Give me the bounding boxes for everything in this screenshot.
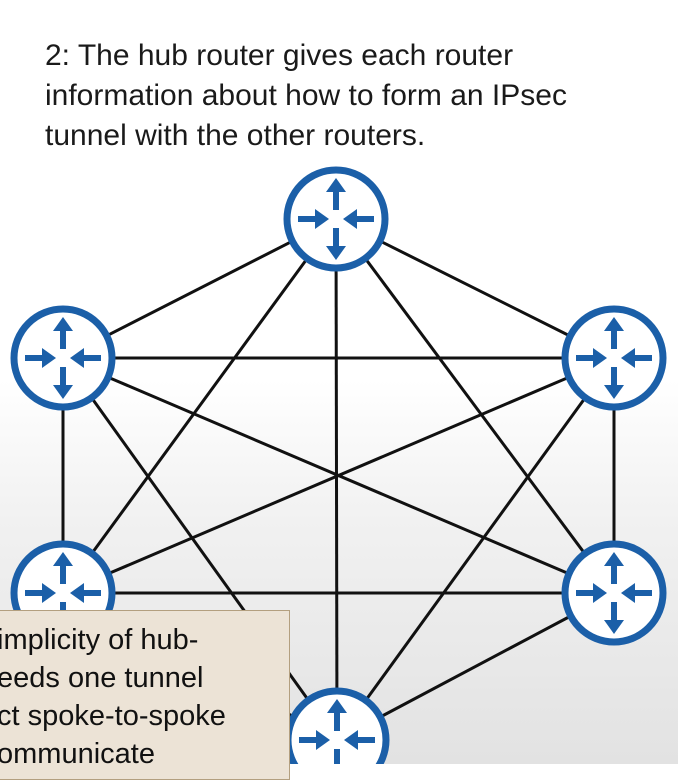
router-icon — [288, 691, 386, 764]
slide-title-line-2: information about how to form an IPsec — [45, 79, 567, 112]
router-icon — [565, 544, 663, 642]
slide-title-line-1: 2: The hub router gives each router — [45, 39, 514, 72]
router-icon — [287, 170, 385, 268]
slide-title-line-3: tunnel with the other routers. — [45, 119, 426, 152]
mesh-link — [379, 614, 572, 719]
mesh-link — [364, 396, 587, 702]
note-line-2: eeds one tunnel — [0, 662, 204, 694]
mesh-link — [363, 257, 587, 555]
slide-title: 2: The hub router gives each router info… — [45, 36, 678, 156]
mesh-link — [107, 375, 570, 576]
mesh-link — [90, 257, 309, 555]
note-line-3: ct spoke-to-spoke — [0, 700, 226, 732]
note-line-1: implicity of hub- — [0, 624, 199, 656]
mesh-link — [379, 239, 571, 338]
mesh-link — [334, 267, 339, 692]
router-icon — [14, 309, 112, 407]
mesh-link — [106, 239, 293, 338]
note-callout: implicity of hub- eeds one tunnel ct spo… — [0, 610, 290, 780]
note-line-4: ommunicate — [0, 738, 155, 770]
router-icon — [565, 309, 663, 407]
